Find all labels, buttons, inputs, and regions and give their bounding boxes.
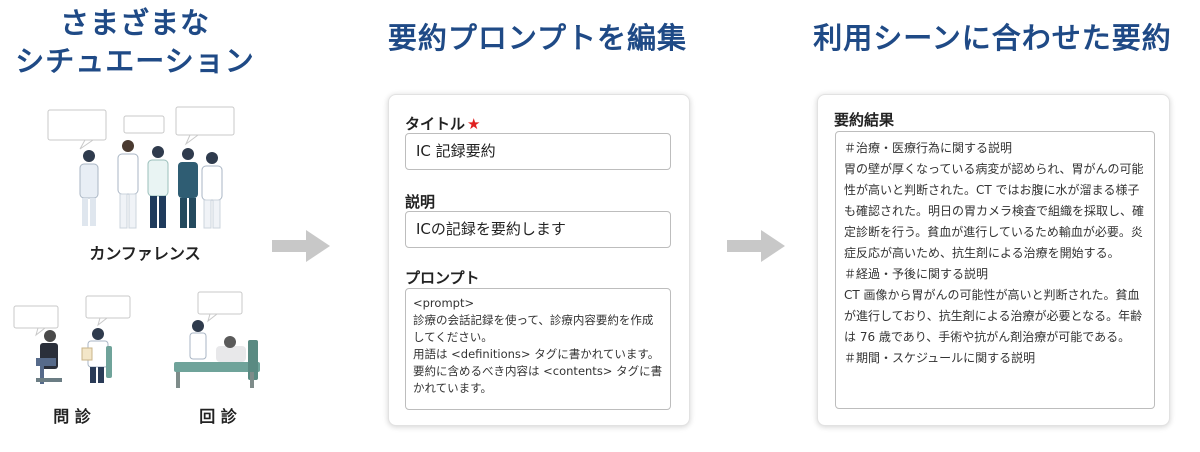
heading-situations: さまざまな シチュエーション xyxy=(10,4,260,80)
summary-result-label: 要約結果 xyxy=(834,111,895,129)
scene-label-conference: カンファレンス xyxy=(89,244,201,263)
arrow-right-icon xyxy=(727,230,785,262)
doctor-figure-1-icon xyxy=(79,150,99,226)
hospital-bed-icon xyxy=(174,336,260,388)
patient-figure-icon xyxy=(36,330,62,384)
summary-result-panel: 要約結果 ＃治療・医療行為に関する説明 胃の壁が厚くなっている病変が認められ、胃… xyxy=(817,94,1170,426)
description-field-label: 説明 xyxy=(405,193,436,211)
doctor-with-chart-icon xyxy=(81,328,112,383)
title-input[interactable]: IC 記録要約 xyxy=(405,133,671,170)
heading-situations-line1: さまざまな xyxy=(59,6,210,40)
heading-edit-prompt: 要約プロンプトを編集 xyxy=(387,21,688,55)
doctor-figure-5-icon xyxy=(201,152,223,229)
heading-situations-line2: シチュエーション xyxy=(15,44,255,78)
doctor-figure-4-icon xyxy=(178,148,198,228)
title-label-text: タイトル xyxy=(405,115,466,133)
nurse-figure-icon xyxy=(189,320,207,360)
scene-label-interview: 問 診 xyxy=(53,407,91,426)
scene-label-round: 回 診 xyxy=(199,407,237,426)
arrow-right-icon xyxy=(272,230,330,262)
round-illustration xyxy=(174,291,260,388)
required-star-icon: ★ xyxy=(467,115,481,133)
summary-result-text[interactable]: ＃治療・医療行為に関する説明 胃の壁が厚くなっている病変が認められ、胃がんの可能… xyxy=(835,131,1155,409)
prompt-textarea[interactable]: <prompt> 診療の会話記録を使って、診療内容要約を作成してください。 用語… xyxy=(405,288,671,410)
heading-tailored-summary: 利用シーンに合わせた要約 xyxy=(813,21,1172,55)
title-field-label: タイトル★ xyxy=(405,113,480,134)
conference-illustration xyxy=(47,106,235,229)
interview-illustration xyxy=(13,295,131,384)
prompt-field-label: プロンプト xyxy=(405,269,480,287)
description-input[interactable]: ICの記録を要約します xyxy=(405,211,671,248)
doctor-figure-2-icon xyxy=(117,140,139,229)
prompt-edit-form: タイトル★ IC 記録要約 説明 ICの記録を要約します プロンプト <prom… xyxy=(388,94,690,426)
doctor-figure-3-icon xyxy=(147,146,169,228)
